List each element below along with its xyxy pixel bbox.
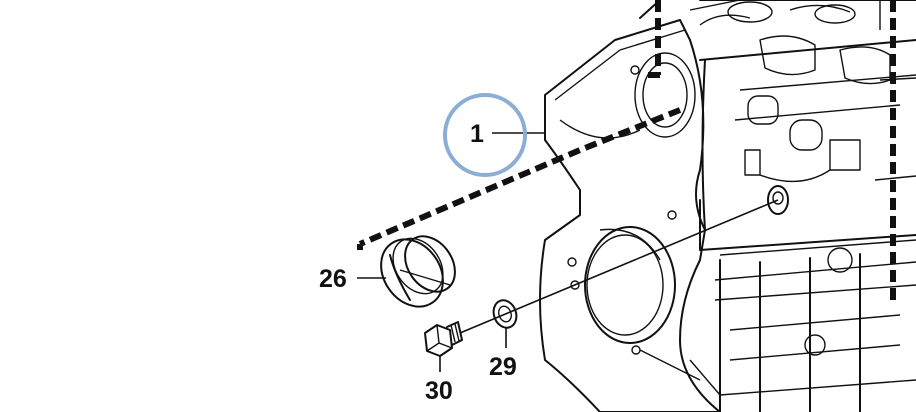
callout-29: 29 (489, 353, 517, 381)
leader-lines (357, 132, 779, 372)
callout-30: 30 (425, 377, 453, 405)
crankshaft-seal (380, 235, 456, 308)
callout-1: 1 (470, 120, 484, 148)
timing-plate (539, 19, 721, 412)
engine-block (639, 0, 916, 412)
gasket-outline (357, 0, 896, 300)
plug-screw (424, 321, 463, 357)
plate-port (767, 185, 789, 215)
callout-26: 26 (319, 265, 347, 293)
highlight-circle (443, 93, 527, 177)
